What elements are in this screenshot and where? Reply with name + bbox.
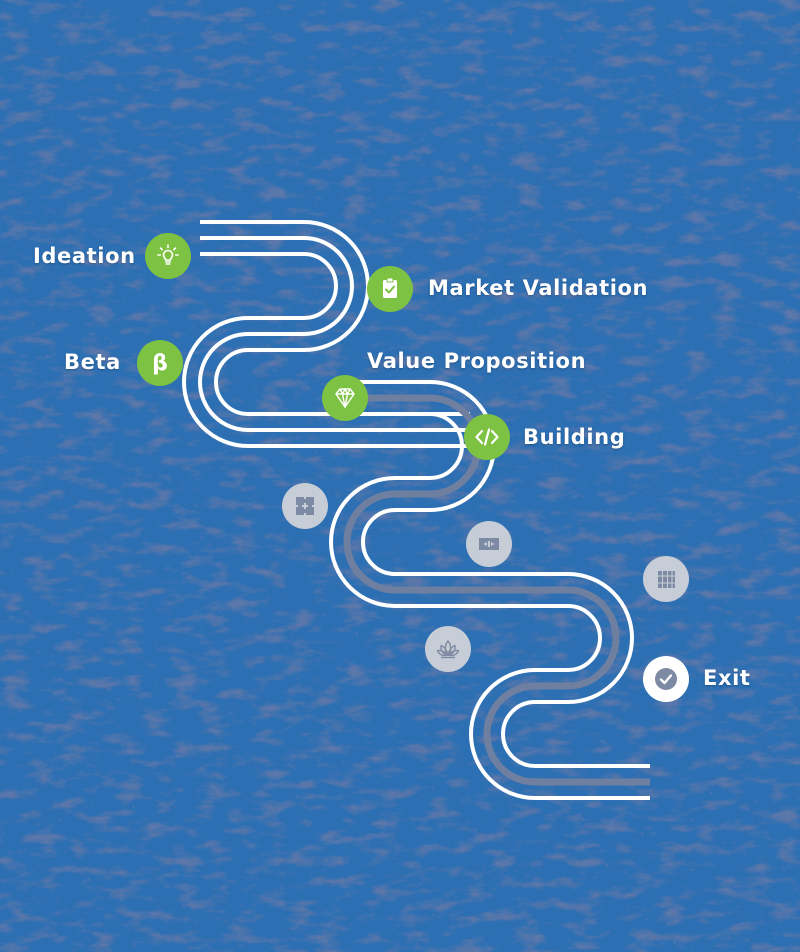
code-icon — [475, 428, 499, 446]
milestone-market-validation[interactable] — [367, 266, 413, 312]
label-value-proposition: Value Proposition — [367, 349, 587, 373]
beta-icon: β — [152, 351, 168, 376]
milestone-building[interactable] — [464, 414, 510, 460]
milestone-lotus[interactable] — [425, 626, 471, 672]
road-completed-section — [182, 220, 470, 448]
clipboard-check-icon — [383, 277, 397, 298]
milestone-exchange[interactable] — [466, 521, 512, 567]
milestone-puzzle[interactable] — [282, 483, 328, 529]
lotus-icon — [436, 640, 460, 659]
check-circle-icon — [655, 668, 677, 690]
svg-text:β: β — [152, 351, 168, 376]
road-upcoming-section — [329, 380, 650, 800]
milestone-exit[interactable] — [643, 656, 689, 702]
exchange-arrows-icon — [479, 538, 499, 550]
puzzle-icon — [296, 497, 314, 515]
milestone-beta[interactable]: β — [137, 340, 183, 386]
label-exit: Exit — [703, 666, 751, 690]
milestone-bookshelf[interactable] — [643, 556, 689, 602]
label-building: Building — [523, 425, 626, 449]
label-ideation: Ideation — [33, 244, 136, 268]
bookshelf-icon — [658, 571, 675, 588]
milestone-value-proposition[interactable] — [322, 375, 368, 421]
milestone-ideation[interactable] — [145, 233, 191, 279]
diamond-icon — [335, 388, 355, 408]
label-market-validation: Market Validation — [428, 276, 649, 300]
label-beta: Beta — [64, 350, 121, 374]
lightbulb-icon — [157, 244, 179, 265]
